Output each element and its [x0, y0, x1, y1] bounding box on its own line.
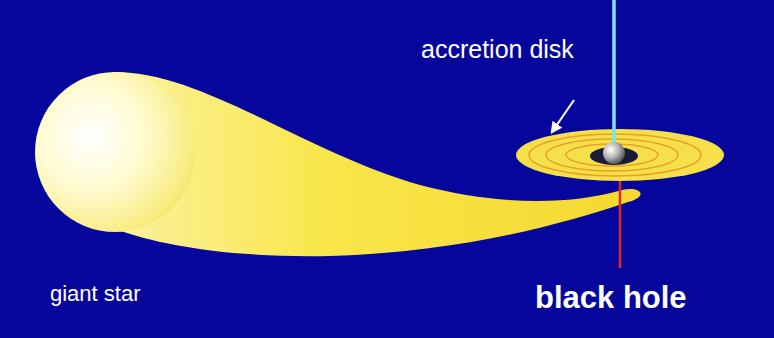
part-label: accretion disk [421, 36, 574, 64]
part-label: black hole [535, 281, 687, 315]
part-label: giant star [50, 282, 141, 306]
lower-jet [619, 166, 622, 268]
accretion-disk [516, 129, 724, 181]
giant-star [35, 72, 195, 232]
upper-jet [612, 0, 616, 142]
leader-arrow [552, 100, 574, 132]
black-hole [603, 142, 625, 164]
